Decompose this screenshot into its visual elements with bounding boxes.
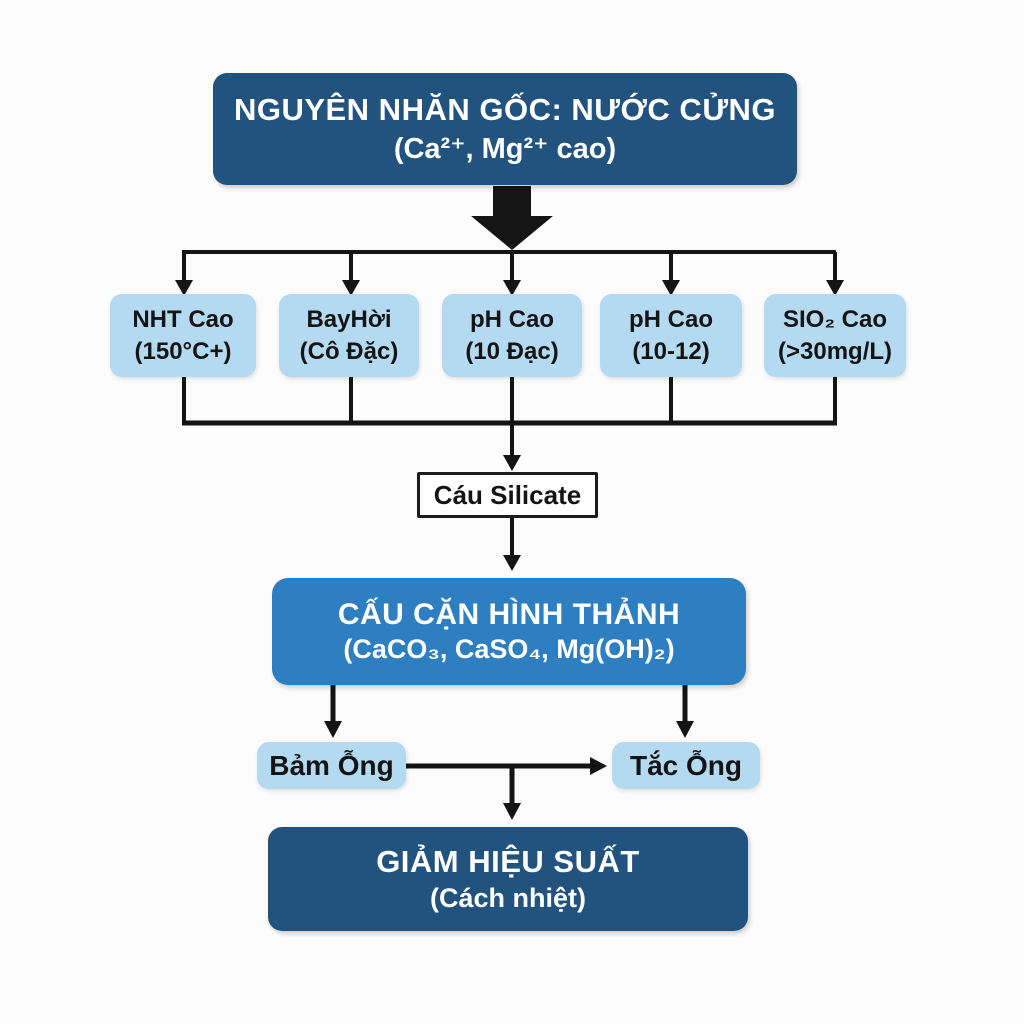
result-title: GIẢM HIỆU SUẤT: [376, 844, 640, 879]
node-cause-sio2: SIO₂ Cao (>30mg/L): [764, 294, 906, 377]
node-effect-fouling: Bảm Ỗng: [257, 742, 406, 789]
cause-label: BayHời: [306, 306, 392, 334]
root-cause-title: NGUYÊN NHĂN GỐC: NƯỚC CỬNG: [233, 92, 777, 127]
node-cause-nht: NHT Cao (150°C+): [110, 294, 256, 377]
cause-value: (150°C+): [134, 337, 232, 365]
node-result-efficiency-loss: GIẢM HIỆU SUẤT (Cách nhiệt): [268, 827, 748, 931]
cause-label: pH Cao: [470, 306, 554, 334]
result-subtitle: (Cách nhiệt): [429, 883, 586, 913]
cause-label: NHT Cao: [132, 306, 234, 334]
effects-to-result-arrows: [406, 757, 607, 820]
effect-label: Tắc Ỗng: [629, 749, 742, 781]
node-effect-clogging: Tắc Ỗng: [612, 742, 760, 789]
node-silicate: Cáu Silicate: [417, 472, 598, 518]
block-arrow-down-icon: [471, 186, 553, 250]
fanout-tree-arrows: [175, 250, 844, 296]
node-root-cause: NGUYÊN NHĂN GỐC: NƯỚC CỬNG (Ca²⁺, Mg²⁺ c…: [213, 73, 797, 185]
cause-value: (Cô Đặc): [299, 337, 399, 365]
node-cause-ph-range: pH Cao (10-12): [600, 294, 742, 377]
scale-formation-compounds: (CaCO₃, CaSO₄, Mg(OH)₂): [343, 634, 675, 664]
effect-label: Bảm Ỗng: [269, 749, 394, 781]
node-cause-bayhoi: BayHời (Cô Đặc): [279, 294, 419, 377]
cause-value: (>30mg/L): [777, 337, 893, 365]
scale-formation-title: CẤU CẶN HÌNH THẢNH: [337, 598, 681, 631]
root-cause-subtitle: (Ca²⁺, Mg²⁺ cao): [393, 133, 617, 165]
converge-tree-arrow: [182, 377, 837, 471]
node-cause-ph-dac: pH Cao (10 Đạc): [442, 294, 582, 377]
cause-value: (10-12): [632, 337, 710, 365]
silicate-label: Cáu Silicate: [433, 479, 582, 510]
silicate-to-formation-arrow: [503, 518, 521, 571]
cause-label: pH Cao: [629, 306, 713, 334]
formation-to-effects-arrows: [324, 685, 694, 738]
node-scale-formation: CẤU CẶN HÌNH THẢNH (CaCO₃, CaSO₄, Mg(OH)…: [272, 578, 746, 685]
cause-label: SIO₂ Cao: [782, 306, 887, 334]
cause-value: (10 Đạc): [465, 337, 559, 365]
